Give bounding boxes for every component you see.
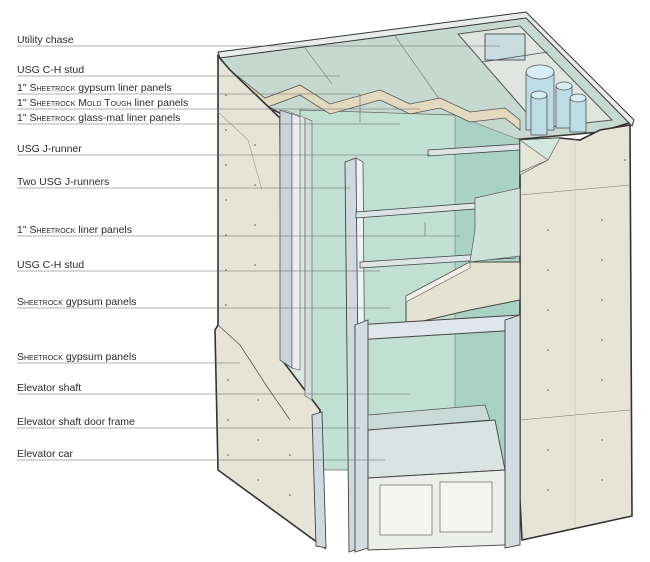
pipe-small-1 — [530, 90, 548, 136]
label-text-part: 1" — [17, 82, 30, 94]
right-outer-wall — [519, 124, 633, 541]
elevator-shaft-door-frame — [354, 314, 521, 553]
label-text-part: Two USG J-runners — [17, 176, 110, 188]
label-elevator-shaft: Elevator shaft — [17, 382, 81, 394]
label-text-part: Elevator car — [17, 448, 74, 460]
label-text-part: Sheetrock — [29, 112, 76, 124]
label-text-part: liner panels — [75, 224, 133, 236]
label-mold-tough-liner-panels: 1" Sheetrock Mold Tough liner panels — [17, 97, 188, 109]
label-text-part: Sheetrock — [29, 224, 76, 236]
utility-chase — [457, 25, 614, 136]
label-text-part: Elevator shaft — [17, 382, 82, 394]
label-text-part: Elevator shaft door frame — [17, 416, 135, 428]
label-usg-ch-stud-mid: USG C-H stud — [17, 259, 84, 271]
label-text-part: 1" — [17, 97, 30, 109]
label-text-part: USG C-H stud — [17, 64, 85, 76]
label-usg-ch-stud-top: USG C-H stud — [17, 64, 84, 76]
liner-panel-front — [469, 187, 521, 263]
label-text-part: 1" — [17, 112, 30, 124]
label-glass-mat-liner-panels: 1" Sheetrock glass-mat liner panels — [17, 112, 180, 124]
label-text-part: liner panels — [131, 97, 189, 109]
gypsum-panel-right-edge — [519, 139, 549, 173]
right-wall-fastener-dots — [547, 159, 626, 491]
label-elevator-shaft-door-frame: Elevator shaft door frame — [17, 416, 135, 428]
label-text-part: Sheetrock — [17, 296, 63, 308]
label-text-part: Utility chase — [17, 34, 74, 46]
label-utility-chase: Utility chase — [17, 34, 74, 46]
ceiling-liner-layers — [229, 69, 521, 131]
label-elevator-car: Elevator car — [17, 448, 73, 460]
left-wall-studs — [279, 109, 313, 401]
pipe-small-3 — [569, 93, 587, 133]
label-text-part: 1" — [17, 224, 30, 236]
label-text-part: Sheetrock — [17, 351, 63, 363]
label-two-usg-j-runners: Two USG J-runners — [17, 176, 109, 188]
label-text-part: gypsum panels — [62, 351, 137, 363]
label-gypsum-panels-2: Sheetrock gypsum panels — [17, 351, 136, 363]
label-gypsum-panels-1: Sheetrock gypsum panels — [17, 296, 136, 308]
pipe-small-2 — [555, 81, 573, 129]
label-usg-j-runner: USG J-runner — [17, 143, 82, 155]
left-front-stud — [311, 411, 327, 549]
left-wall-fastener-dots — [225, 94, 291, 496]
label-text-part: gypsum panels — [62, 296, 137, 308]
elevator-car — [367, 419, 506, 551]
label-text-part: USG C-H stud — [17, 259, 85, 271]
label-gypsum-liner-panels: 1" Sheetrock gypsum liner panels — [17, 82, 172, 94]
label-text-part: glass-mat liner panels — [75, 112, 181, 124]
label-text-part: gypsum liner panels — [75, 82, 172, 94]
label-text-part: Sheetrock — [29, 82, 76, 94]
label-text-part: USG J-runner — [17, 143, 82, 155]
label-text-part: Sheetrock Mold Tough — [29, 97, 132, 109]
label-liner-panels: 1" Sheetrock liner panels — [17, 224, 132, 236]
leader-lines — [17, 45, 500, 461]
